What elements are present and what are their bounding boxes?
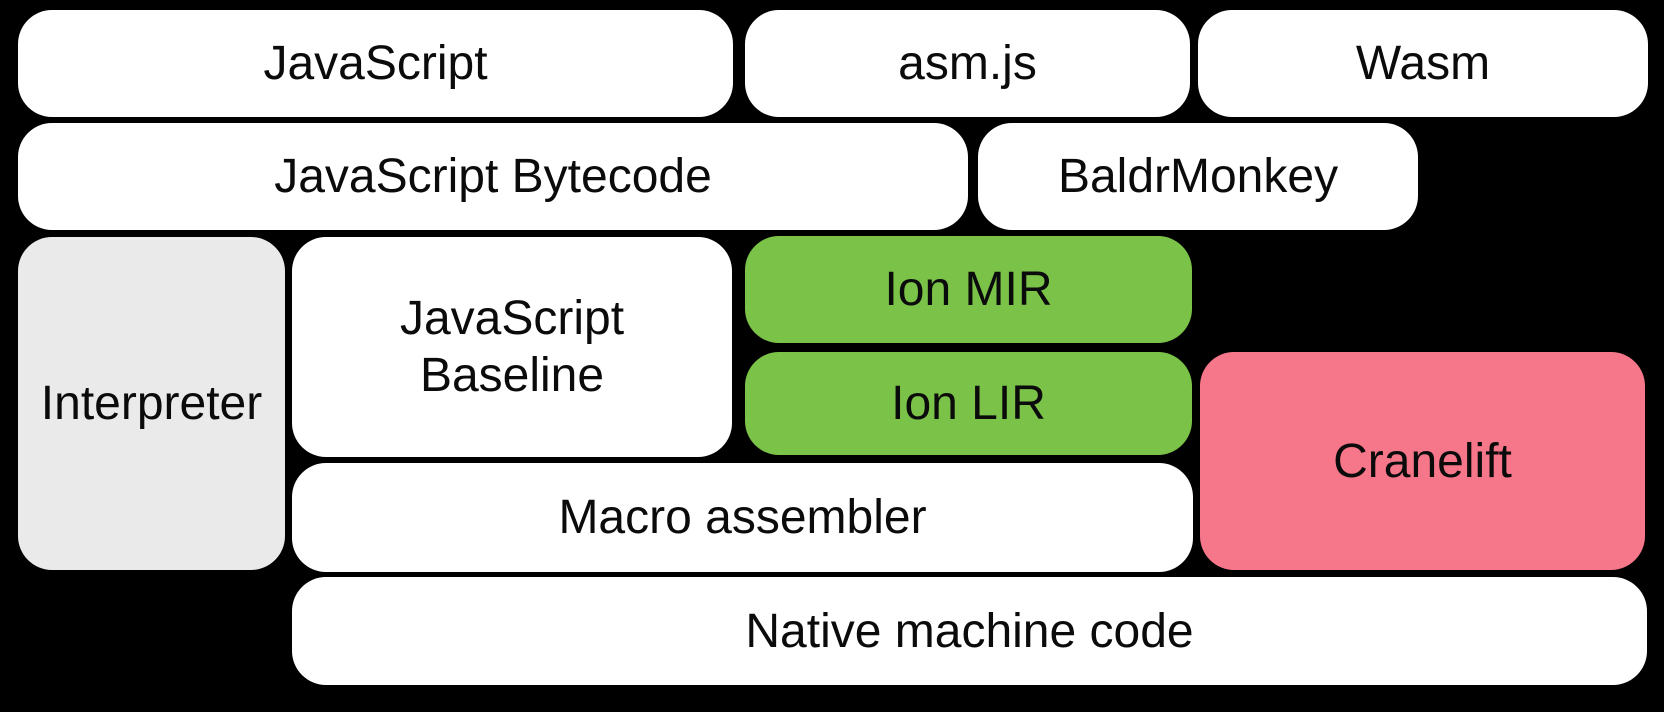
box-javascript-baseline-label: JavaScript Baseline [399, 292, 625, 402]
box-cranelift: Cranelift [1200, 352, 1645, 570]
box-javascript-baseline: JavaScript Baseline [292, 237, 732, 457]
box-wasm-label: Wasm [1355, 37, 1491, 90]
box-ion-lir-label: Ion LIR [891, 377, 1046, 430]
box-ion-mir: Ion MIR [745, 236, 1192, 343]
box-javascript-bytecode-label: JavaScript Bytecode [274, 150, 712, 203]
box-baldrmonkey-label: BaldrMonkey [1057, 150, 1339, 203]
box-ion-lir: Ion LIR [745, 352, 1192, 455]
box-ion-mir-label: Ion MIR [884, 263, 1053, 316]
box-javascript-label: JavaScript [263, 37, 488, 90]
box-interpreter: Interpreter [18, 237, 285, 570]
box-interpreter-label: Interpreter [40, 377, 263, 430]
box-asmjs-label: asm.js [898, 37, 1037, 90]
box-native-machine-code: Native machine code [292, 577, 1647, 685]
box-javascript-bytecode: JavaScript Bytecode [18, 123, 968, 230]
box-macro-assembler: Macro assembler [292, 463, 1193, 572]
box-cranelift-label: Cranelift [1333, 434, 1512, 488]
box-asmjs: asm.js [745, 10, 1190, 117]
box-macro-assembler-label: Macro assembler [558, 491, 927, 544]
box-wasm: Wasm [1198, 10, 1648, 117]
box-native-machine-code-label: Native machine code [745, 604, 1194, 658]
box-javascript: JavaScript [18, 10, 733, 117]
box-baldrmonkey: BaldrMonkey [978, 123, 1418, 230]
